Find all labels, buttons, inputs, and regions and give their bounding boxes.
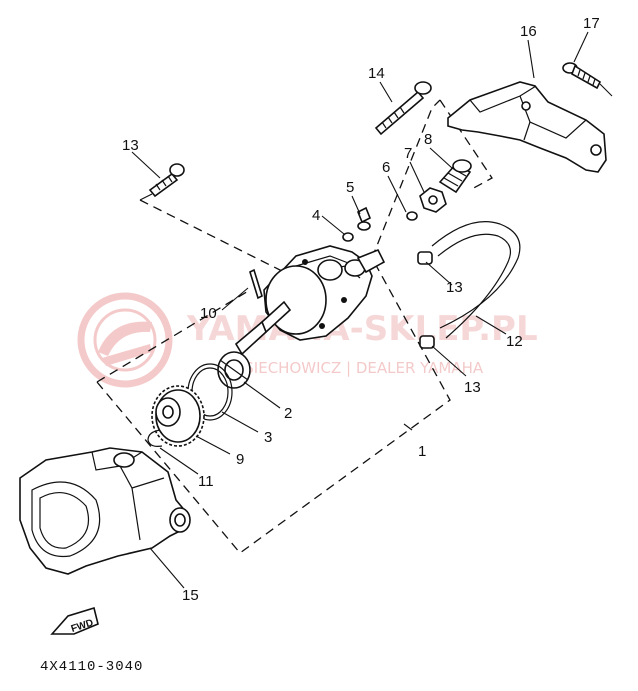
callout-11: 11 [198, 473, 214, 490]
part-11-circlip [147, 429, 163, 447]
part-17-cover [447, 81, 607, 173]
watermark-sub-text: WASIECHOWICZ | DEALER YAMAHA [220, 359, 484, 377]
part-15-bolt [374, 81, 432, 136]
part-9-gear [151, 385, 205, 447]
part-13-clip-upper [417, 251, 433, 265]
callout-8: 8 [424, 131, 432, 148]
callout-10: 10 [200, 305, 217, 322]
callout-13-lower: 13 [464, 379, 481, 396]
callout-5: 5 [346, 179, 354, 196]
watermark-logo [77, 292, 173, 388]
part-5-screw [356, 206, 372, 231]
part-4-washer [342, 232, 354, 242]
callout-3: 3 [264, 429, 272, 446]
part-2-bearing [217, 351, 251, 389]
callout-18: 17 [583, 15, 600, 32]
part-13-clip-lower [419, 335, 435, 349]
part-16-housing [19, 447, 191, 575]
callout-2: 2 [284, 405, 292, 422]
callout-7: 7 [404, 145, 412, 162]
callout-12: 12 [506, 333, 523, 350]
part-7-nut [419, 187, 447, 213]
part-14-bolt [139, 163, 185, 201]
callouts: 16 17 14 13 8 7 6 5 4 10 2 3 9 11 13 12 … [122, 15, 600, 604]
callout-4: 4 [312, 207, 320, 224]
part-10-pin [249, 268, 263, 300]
callout-13-upper: 13 [446, 279, 463, 296]
callout-15: 14 [368, 65, 385, 82]
callout-14: 13 [122, 137, 139, 154]
callout-1: 1 [418, 443, 426, 460]
callout-17: 16 [520, 23, 537, 40]
part-6-washer [406, 211, 418, 221]
part-code: 4X4110-3040 [40, 659, 143, 675]
leader-lines [131, 31, 589, 589]
part-18-screw [562, 62, 613, 97]
callout-9: 9 [236, 451, 244, 468]
part-8-union-bolt [438, 159, 472, 194]
oil-pump-body [234, 245, 386, 356]
callout-16: 15 [182, 587, 199, 604]
part-12-hose [431, 221, 521, 339]
fwd-arrow: FWD [50, 606, 99, 635]
callout-6: 6 [382, 159, 390, 176]
